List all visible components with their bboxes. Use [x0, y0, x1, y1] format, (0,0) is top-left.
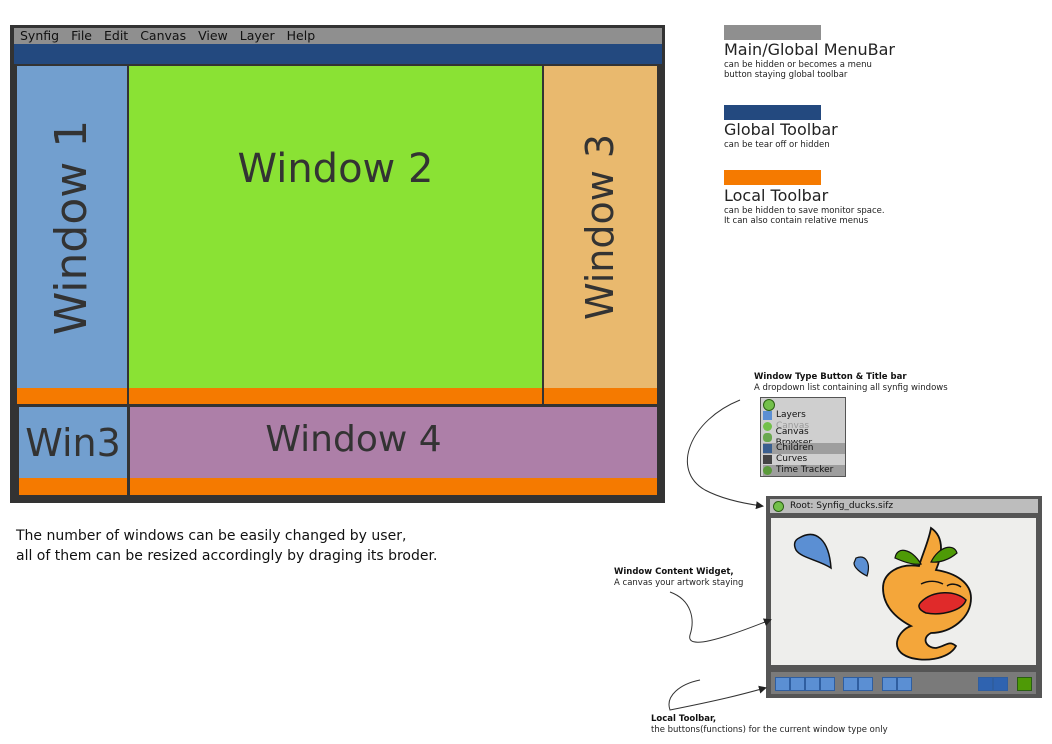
content-note-title: Window Content Widget,: [614, 567, 734, 577]
window-2-label: Window 2: [237, 146, 434, 192]
menu-synfig[interactable]: Synfig: [20, 28, 60, 43]
legend-sub-local-toolbar-1: can be hidden to save monitor space.: [724, 206, 885, 216]
dropdown-item-canvas-label: Canvas: [776, 421, 810, 431]
legend-sub-menubar-2: button staying global toolbar: [724, 70, 848, 80]
dropdown-item-children[interactable]: Children: [763, 443, 845, 454]
dropdown-item-curves[interactable]: Curves: [763, 454, 845, 465]
caption-line-1: The number of windows can be easily chan…: [16, 528, 407, 544]
sample-window-titlebar: Root: Synfig_ducks.sifz: [770, 499, 1038, 513]
duck-eye-right: [946, 583, 962, 588]
win3-small-panel: Win3: [19, 407, 127, 478]
window-1-local-toolbar: [17, 388, 127, 404]
menu-layer[interactable]: Layer: [239, 28, 275, 43]
duck-beak: [918, 592, 967, 615]
window-2-local-toolbar: [129, 388, 542, 404]
main-menubar: Synfig File Edit Canvas View Layer Help: [14, 28, 662, 44]
menu-canvas[interactable]: Canvas: [140, 28, 187, 43]
toolbar-button-10[interactable]: [993, 677, 1008, 691]
global-toolbar: [14, 44, 662, 64]
window-type-button-icon[interactable]: [763, 399, 775, 411]
children-icon: [763, 444, 772, 453]
duck-eye-left: [920, 580, 944, 585]
window-type-note-title: Window Type Button & Title bar: [754, 372, 907, 382]
duck-body: [882, 526, 972, 661]
menu-help[interactable]: Help: [286, 28, 316, 43]
win3-small-label: Win3: [25, 420, 121, 465]
sample-window-title: Root: Synfig_ducks.sifz: [790, 501, 894, 511]
dropdown-item-canvas-browser-label: Canvas Browser: [775, 426, 812, 448]
toolbar-button-3[interactable]: [805, 677, 820, 691]
dropdown-item-curves-label: Curves: [776, 454, 808, 464]
dropdown-item-canvas-browser[interactable]: Canvas Browser: [763, 427, 845, 448]
local-toolbar-note-sub: the buttons(functions) for the current w…: [651, 725, 888, 735]
window-3-local-toolbar: [544, 388, 657, 404]
toolbar-button-2[interactable]: [790, 677, 805, 691]
legend-sub-menubar-1: can be hidden or becomes a menu: [724, 60, 872, 70]
legend-title-global-toolbar: Global Toolbar: [724, 120, 838, 139]
blue-drop-large: [793, 533, 832, 570]
right-leaf: [930, 546, 958, 563]
dropdown-item-canvas[interactable]: Canvas: [763, 421, 845, 432]
legend-title-menubar: Main/Global MenuBar: [724, 40, 895, 59]
window-1-panel: Window 1: [17, 66, 127, 388]
window-4-label: Window 4: [265, 419, 442, 460]
window-3-panel: Window 3: [544, 66, 657, 388]
blue-drop-small: [853, 556, 869, 577]
toolbar-button-1[interactable]: [775, 677, 790, 691]
toolbar-button-5[interactable]: [843, 677, 858, 691]
toolbar-button-7[interactable]: [882, 677, 897, 691]
toolbar-button-6[interactable]: [858, 677, 873, 691]
arrow-to-local-toolbar: [668, 679, 767, 711]
legend-swatch-local-toolbar: [724, 170, 821, 185]
toolbar-button-green[interactable]: [1017, 677, 1032, 691]
arrow-to-canvas: [669, 591, 772, 643]
canvas-icon: [763, 422, 772, 431]
time-tracker-icon: [763, 466, 772, 475]
win3-small-local-toolbar: [19, 478, 127, 495]
legend-sub-local-toolbar: can be hidden to save monitor space. It …: [724, 206, 885, 226]
window-2-panel: Window 2: [129, 66, 542, 388]
dropdown-item-time-tracker[interactable]: Time Tracker: [763, 465, 845, 476]
legend-title-local-toolbar: Local Toolbar: [724, 186, 829, 205]
left-leaf: [894, 549, 922, 565]
layers-icon: [763, 411, 772, 420]
menu-view[interactable]: View: [198, 28, 228, 43]
window-4-panel: Window 4: [130, 407, 657, 478]
dropdown-item-layers[interactable]: Layers: [763, 410, 845, 421]
legend-swatch-menubar: [724, 25, 821, 40]
toolbar-button-9[interactable]: [978, 677, 993, 691]
legend-sub-menubar: can be hidden or becomes a menu button s…: [724, 60, 872, 80]
toolbar-button-4[interactable]: [820, 677, 835, 691]
legend-sub-global-toolbar: can be tear off or hidden: [724, 140, 830, 150]
dropdown-item-time-tracker-label: Time Tracker: [776, 465, 834, 475]
toolbar-button-8[interactable]: [897, 677, 912, 691]
arrow-to-titlebar: [687, 399, 764, 510]
legend-sub-local-toolbar-2: It can also contain relative menus: [724, 216, 869, 226]
canvas-browser-icon: [763, 433, 772, 442]
window-type-dropdown: Layers Canvas Canvas Browser Children Cu…: [760, 397, 846, 477]
window-4-local-toolbar: [130, 478, 657, 495]
caption-line-2: all of them can be resized accordingly b…: [16, 548, 438, 564]
sample-window-canvas: [771, 518, 1036, 665]
window-type-note-sub: A dropdown list containing all synfig wi…: [754, 383, 948, 393]
layout-caption: The number of windows can be easily chan…: [16, 526, 437, 566]
local-toolbar-note-title: Local Toolbar,: [651, 714, 717, 724]
content-note-sub: A canvas your artwork staying: [614, 578, 744, 588]
dropdown-item-layers-label: Layers: [776, 410, 806, 420]
menu-file[interactable]: File: [71, 28, 92, 43]
dropdown-item-children-label: Children: [776, 443, 814, 453]
menu-edit[interactable]: Edit: [103, 28, 129, 43]
sample-window-type-button[interactable]: [773, 501, 784, 512]
duck-artwork: [793, 526, 972, 661]
legend-swatch-global-toolbar: [724, 105, 821, 120]
curves-icon: [763, 455, 772, 464]
